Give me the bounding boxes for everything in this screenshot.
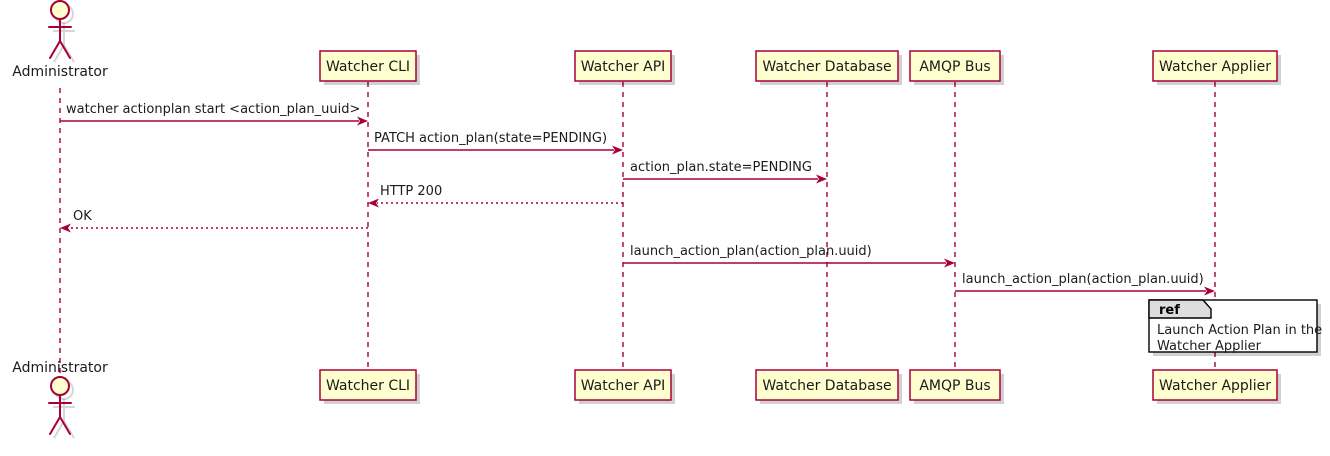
box-fill: [1152, 369, 1278, 401]
message-arrowhead: [368, 198, 379, 208]
participant-label-watcher-cli: Watcher CLI: [326, 378, 410, 394]
box-fill: [755, 369, 899, 401]
message-label: HTTP 200: [380, 184, 442, 199]
ref-tab: [1148, 299, 1212, 319]
message-label: PATCH action_plan(state=PENDING): [374, 131, 607, 146]
message-arrowhead: [612, 145, 623, 155]
box-fill: [574, 50, 672, 82]
participant-box-watcher-cli[interactable]: Watcher CLI: [319, 50, 420, 85]
box-fill: [1152, 50, 1278, 82]
participant-label-watcher-database: Watcher Database: [762, 378, 891, 394]
participant-label-watcher-cli: Watcher CLI: [326, 59, 410, 75]
actor-head-icon: [50, 376, 70, 396]
message-label: action_plan.state=PENDING: [630, 160, 812, 175]
actor-label-administrator: Administrator: [12, 360, 108, 376]
message-label: launch_action_plan(action_plan.uuid): [630, 244, 872, 259]
box-fill: [909, 369, 1001, 401]
participant-label-watcher-applier: Watcher Applier: [1159, 59, 1271, 75]
message-arrowhead: [816, 174, 827, 184]
participant-label-amqp-bus: AMQP Bus: [919, 59, 990, 75]
messages-layer: watcher actionplan start <action_plan_uu…: [60, 102, 1215, 296]
participant-box-amqp-bus[interactable]: AMQP Bus: [909, 50, 1004, 85]
message-msg-6: launch_action_plan(action_plan.uuid): [623, 244, 955, 268]
participant-label-watcher-applier: Watcher Applier: [1159, 378, 1271, 394]
participant-label-watcher-api: Watcher API: [581, 59, 666, 75]
participant-label-watcher-api: Watcher API: [581, 378, 666, 394]
message-arrowhead: [1204, 286, 1215, 296]
message-label: launch_action_plan(action_plan.uuid): [962, 272, 1204, 287]
participant-label-amqp-bus: AMQP Bus: [919, 378, 990, 394]
box-fill: [574, 369, 672, 401]
message-label: watcher actionplan start <action_plan_uu…: [66, 102, 360, 117]
message-msg-4: HTTP 200: [368, 184, 623, 208]
message-arrowhead: [944, 258, 955, 268]
box-fill: [755, 50, 899, 82]
message-msg-3: action_plan.state=PENDING: [623, 160, 827, 184]
actor-administrator[interactable]: Administrator: [12, 360, 108, 439]
box-fill: [909, 50, 1001, 82]
ref-tab-label: ref: [1159, 303, 1180, 318]
actor-head-icon: [50, 0, 70, 20]
lifelines-layer: [59, 82, 1216, 378]
message-msg-1: watcher actionplan start <action_plan_uu…: [60, 102, 368, 126]
participant-box-watcher-api[interactable]: Watcher API: [574, 50, 675, 85]
message-arrowhead: [60, 223, 71, 233]
participant-box-watcher-applier[interactable]: Watcher Applier: [1152, 369, 1281, 404]
message-arrowhead: [357, 116, 368, 126]
participant-box-watcher-api[interactable]: Watcher API: [574, 369, 675, 404]
actor-administrator[interactable]: Administrator: [12, 0, 108, 80]
ref-text-line: Watcher Applier: [1157, 339, 1262, 354]
ref-text-line: Launch Action Plan in the: [1157, 323, 1322, 338]
participant-box-watcher-applier[interactable]: Watcher Applier: [1152, 50, 1281, 85]
message-label: OK: [73, 209, 92, 224]
message-msg-7: launch_action_plan(action_plan.uuid): [955, 272, 1215, 296]
message-msg-5: OK: [60, 209, 368, 233]
participant-box-watcher-database[interactable]: Watcher Database: [755, 50, 902, 85]
actor-label-administrator: Administrator: [12, 64, 108, 80]
box-fill: [319, 369, 417, 401]
message-msg-2: PATCH action_plan(state=PENDING): [368, 131, 623, 155]
participant-label-watcher-database: Watcher Database: [762, 59, 891, 75]
participant-box-amqp-bus[interactable]: AMQP Bus: [909, 369, 1004, 404]
participant-box-watcher-database[interactable]: Watcher Database: [755, 369, 902, 404]
box-fill: [319, 50, 417, 82]
participant-box-watcher-cli[interactable]: Watcher CLI: [319, 369, 420, 404]
